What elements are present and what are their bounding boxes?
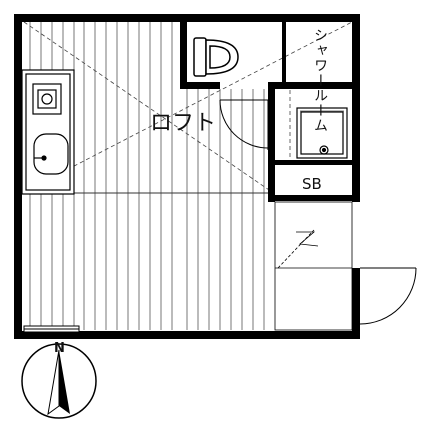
north-arrow-icon: N — [21, 341, 97, 419]
loft-floor-stripes — [29, 22, 265, 330]
shoe-box-label: SB — [302, 175, 322, 193]
entrance-door[interactable] — [359, 267, 417, 325]
stove-icon — [32, 83, 62, 115]
walls — [14, 14, 360, 339]
kitchen-counter — [21, 69, 75, 195]
loft-label: ロフト — [150, 111, 216, 136]
loft-diagonals — [23, 21, 353, 193]
shower-fixture-icon — [296, 107, 348, 159]
staircase — [274, 201, 353, 331]
sink-icon — [33, 133, 69, 175]
toilet-door[interactable] — [219, 99, 269, 150]
compass-north-label: N — [54, 341, 65, 356]
balcony-window — [23, 325, 80, 333]
toilet-icon — [193, 37, 239, 77]
shower-room-label: シャワールーム — [312, 28, 328, 133]
